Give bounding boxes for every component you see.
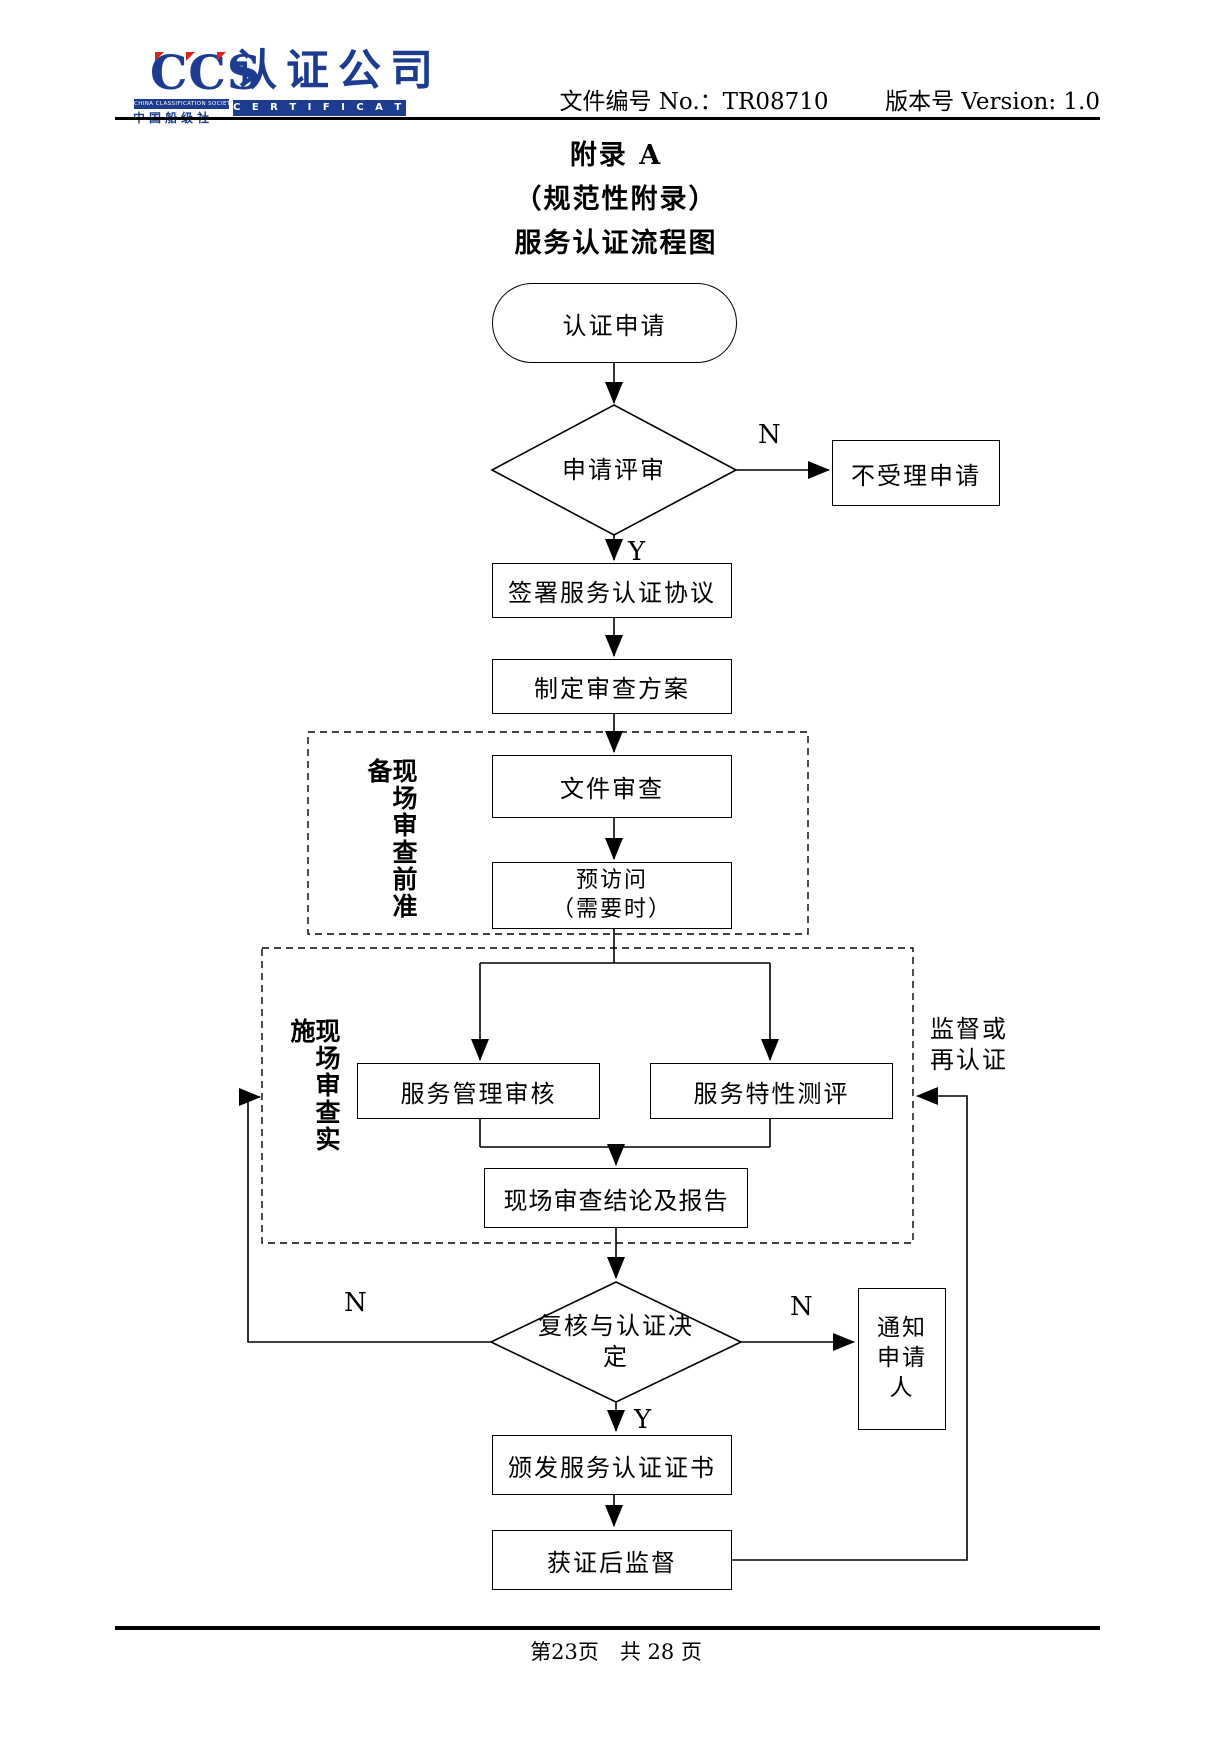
label-n-review: N <box>758 420 781 450</box>
node-make-audit-plan: 制定审查方案 <box>492 659 732 714</box>
ccs-red-accent-icon <box>155 52 164 61</box>
group-label-onsite-audit: 现场审查实施 <box>287 1018 341 1153</box>
decision1-diamond <box>490 404 738 536</box>
node-service-char-test: 服务特性测评 <box>650 1063 893 1119</box>
ccs-logo-text: CCS <box>150 46 262 101</box>
node-decision-application-review: 申请评审 <box>562 456 666 484</box>
pre-visit-line2: （需要时） <box>551 896 672 922</box>
node-post-cert-supervision: 获证后监督 <box>492 1530 732 1590</box>
appendix-subtitle: （规范性附录） <box>514 184 718 215</box>
node-start: 认证申请 <box>492 283 737 363</box>
group-label-pre-audit: 现场审查前准备 <box>364 758 418 920</box>
label-y-issue: Y <box>634 1405 652 1435</box>
company-name-cn: 认证公司 <box>234 46 442 96</box>
label-n-notify: N <box>790 1292 813 1322</box>
node-document-review: 文件审查 <box>492 755 732 818</box>
society-en-banner: CHINA CLASSIFICATION SOCIETY <box>134 99 229 109</box>
group-pre-audit-frame <box>307 731 809 935</box>
appendix-title: 附录 A <box>569 140 663 171</box>
decision2-line2: 定 <box>603 1343 629 1371</box>
header-rule <box>115 117 1100 120</box>
footer-page-info: 第23页 共 28 页 <box>530 1640 702 1664</box>
label-n-loop-left: N <box>344 1288 367 1318</box>
doc-number: 文件编号 No.：TR08710 <box>559 89 829 115</box>
certification-banner: C E R T I F I C A T I O N <box>233 100 456 116</box>
pre-visit-line1: 预访问 <box>575 867 648 893</box>
decision2-diamond <box>489 1281 743 1403</box>
group-onsite-audit-frame <box>261 947 914 1244</box>
ccs-red-accent-icon <box>217 52 226 61</box>
decision2-line1: 复核与认证决 <box>538 1311 694 1340</box>
supervise-line2: 再认证 <box>930 1046 1008 1075</box>
node-onsite-conclusion-report: 现场审查结论及报告 <box>484 1168 748 1228</box>
label-y-review: Y <box>628 537 646 567</box>
edge-loop-back-left <box>239 1088 492 1343</box>
node-decision-certification: 复核与认证决 定 <box>491 1282 741 1402</box>
notify-line1: 通知 <box>877 1315 927 1342</box>
supervise-line1: 监督或 <box>930 1015 1008 1043</box>
node-service-mgmt-audit: 服务管理审核 <box>357 1063 600 1119</box>
footer-rule <box>115 1626 1100 1630</box>
node-issue-certificate: 颁发服务认证证书 <box>492 1435 732 1495</box>
doc-version: 版本号 Version: 1.0 <box>885 89 1100 115</box>
edge-loop-back-right <box>732 1087 968 1561</box>
node-pre-visit: 预访问 （需要时） <box>492 862 732 929</box>
notify-line2: 申请 <box>877 1345 927 1372</box>
header-doc-meta: 文件编号 No.：TR08710 版本号 Version: 1.0 <box>490 82 1100 116</box>
notify-line3: 人 <box>889 1374 915 1401</box>
label-supervision-recert: 监督或 再认证 <box>930 1014 1060 1076</box>
ccs-red-accent-icon <box>186 52 195 61</box>
flowchart-title: 服务认证流程图 <box>514 228 718 259</box>
node-sign-agreement: 签署服务认证协议 <box>492 563 732 618</box>
node-reject-application: 不受理申请 <box>832 440 1000 506</box>
node-notify-applicant: 通知 申请 人 <box>858 1288 946 1430</box>
